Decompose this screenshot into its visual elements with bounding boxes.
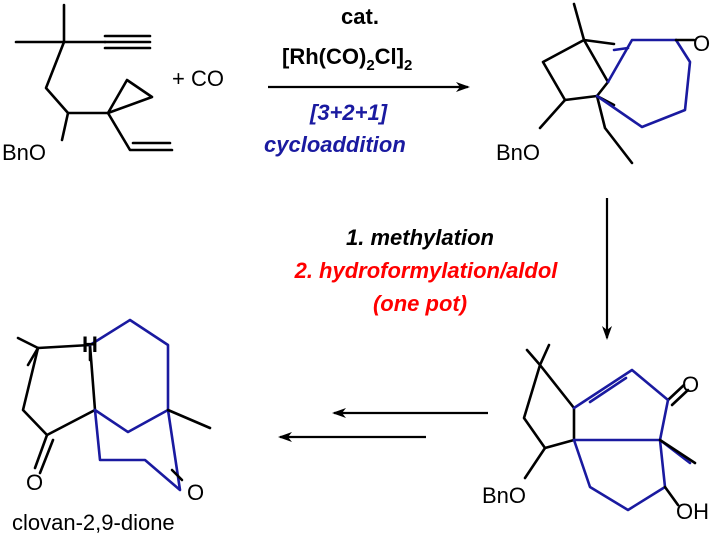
atom-bno-p1: BnO xyxy=(496,140,540,165)
final-product-name: clovan-2,9-dione xyxy=(12,510,175,533)
cyclo-label-1: [3+2+1] xyxy=(309,100,388,125)
aldol-product-structure xyxy=(522,343,697,512)
atom-bno-p2: BnO xyxy=(482,483,526,508)
step1-label: 1. methylation xyxy=(346,225,494,250)
cyclo-label-2: cycloaddition xyxy=(264,132,406,157)
step2-label: 2. hydroformylation/aldol xyxy=(294,258,559,283)
atom-o-final-2: O xyxy=(187,480,204,505)
atom-o-p2: O xyxy=(682,372,699,397)
starting-material xyxy=(14,3,174,152)
co-reagent-label: + CO xyxy=(172,66,224,91)
step3-label: (one pot) xyxy=(373,291,467,316)
atom-o-p1: O xyxy=(693,31,710,56)
atom-o-final-1: O xyxy=(26,470,43,495)
cat-label: cat. xyxy=(341,4,379,29)
atom-oh-p2: OH xyxy=(676,499,709,524)
atom-h-final: H xyxy=(82,332,98,357)
atom-bno-sm: BnO xyxy=(2,140,46,165)
cycloadduct-structure xyxy=(538,2,696,165)
rh-catalyst-label: [Rh(CO)2Cl]2 xyxy=(282,44,412,74)
clovandione-structure xyxy=(16,318,212,492)
